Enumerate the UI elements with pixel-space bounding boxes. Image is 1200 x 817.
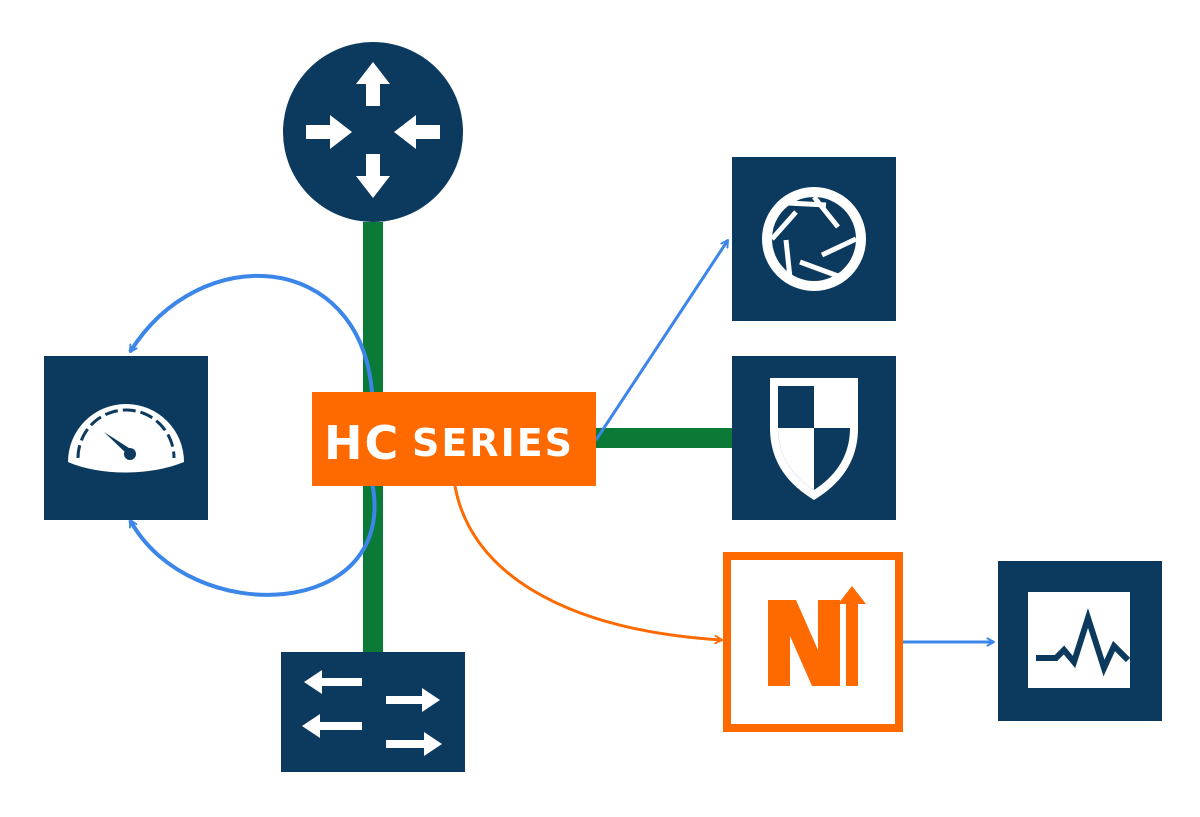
hub-logo-mark: HC <box>324 416 400 470</box>
hc-series-hub: HC SERIES <box>312 392 596 486</box>
performance-node <box>44 356 208 520</box>
arrow-hub-to-n-tool <box>453 485 722 640</box>
aperture-icon <box>762 187 866 291</box>
aperture-node <box>732 157 896 321</box>
hub-label: SERIES <box>412 421 574 465</box>
speedometer-icon <box>68 404 184 473</box>
router-node <box>283 42 463 222</box>
n-arrow-logo-icon <box>768 586 866 686</box>
router-icon <box>306 62 440 198</box>
loop-arrow-lower <box>128 481 377 597</box>
security-node <box>732 356 896 520</box>
line-graph-icon <box>1028 592 1131 688</box>
arrow-hub-to-aperture <box>594 240 730 441</box>
n-tool-node <box>723 552 903 732</box>
loop-arrow-upper <box>128 274 374 393</box>
backbone-horizontal-line <box>596 428 736 448</box>
switch-arrows-icon <box>302 670 442 756</box>
shield-icon <box>770 378 858 500</box>
switch-node <box>281 652 465 772</box>
monitor-node <box>998 561 1162 721</box>
